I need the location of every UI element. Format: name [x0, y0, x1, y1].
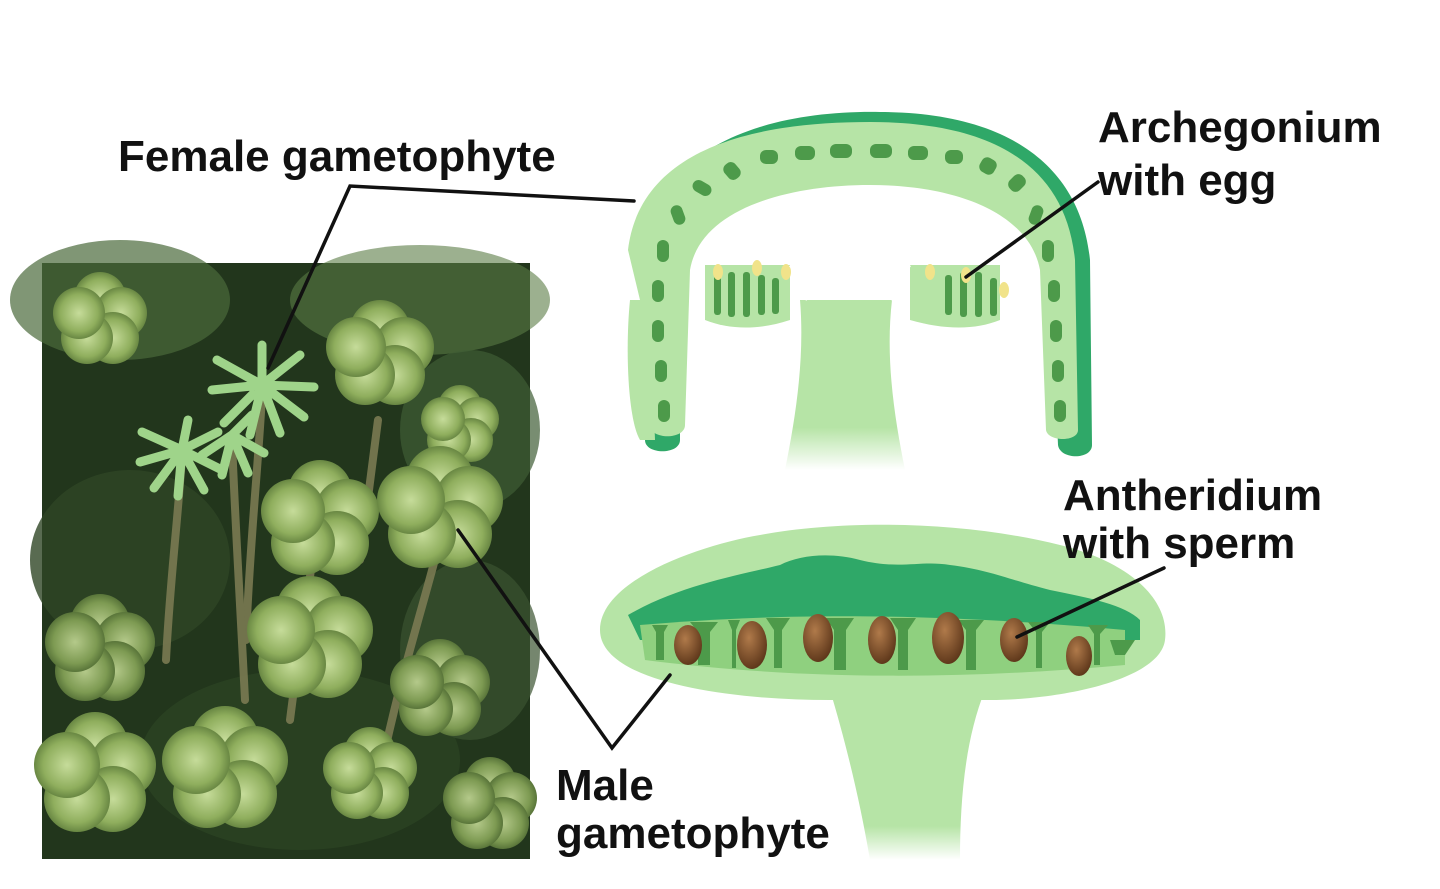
female-air-chambers: [652, 144, 1066, 422]
male-gametophyte-label-line1: Male: [556, 761, 654, 810]
archegonia-left: [705, 260, 791, 328]
male-gametophyte-label-line2: gametophyte: [556, 809, 830, 858]
antheridium-label-line1: Antheridium: [1063, 471, 1322, 520]
female-gametophyte-label: Female gametophyte: [118, 132, 556, 181]
antheridium-leader: [1015, 566, 1166, 639]
antheridia: [674, 612, 1092, 676]
female-head-section: [627, 111, 1092, 470]
antheridial-chambers: [652, 618, 1135, 670]
photo-female-heads: [135, 340, 319, 501]
archegonium-leader: [964, 180, 1100, 279]
labels: Female gametophyte Archegonium with egg …: [118, 103, 1382, 858]
antheridium-label-line2: with sperm: [1062, 519, 1295, 568]
archegonia-right: [910, 264, 1009, 328]
leader-lines: [266, 180, 1166, 751]
female-gametophyte-leader: [266, 184, 636, 370]
male-gametophyte-leader: [456, 528, 672, 751]
photo-thallus-leaves: [34, 272, 537, 849]
photo-panel: [10, 240, 550, 859]
archegonium-label-line1: Archegonium: [1098, 103, 1382, 152]
archegonium-label-line2: with egg: [1097, 156, 1276, 205]
male-head-section: [600, 524, 1166, 860]
